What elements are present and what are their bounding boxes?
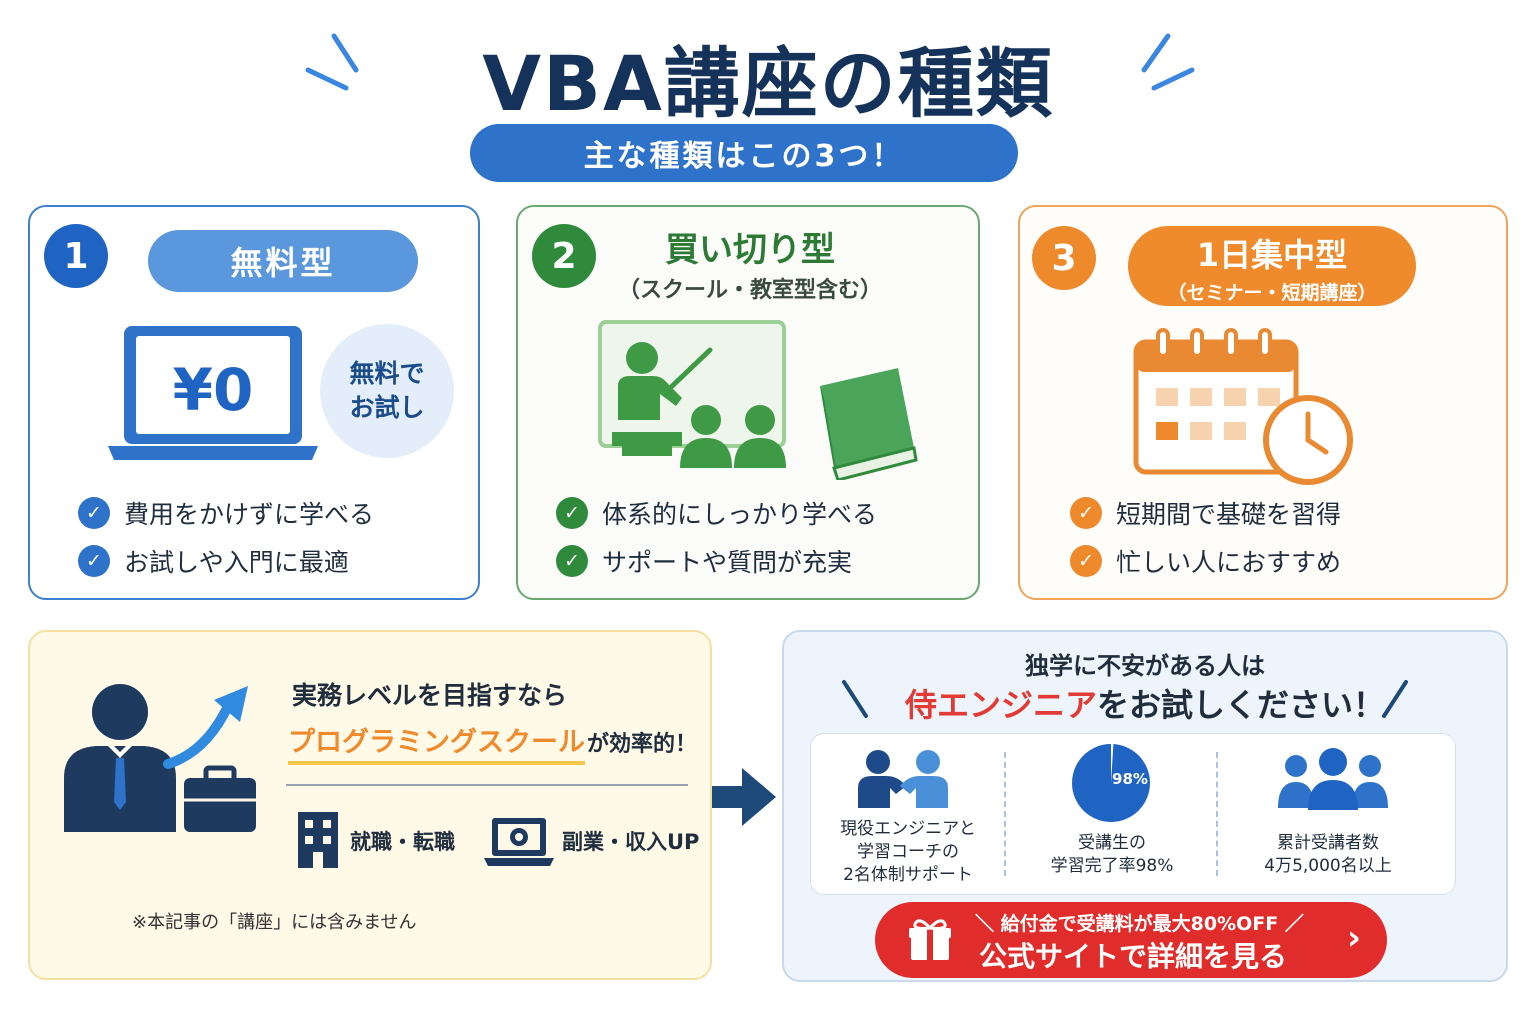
building-icon bbox=[298, 812, 338, 868]
feature-text: 費用をかけずに学べる bbox=[124, 500, 375, 529]
arrow-right-icon bbox=[712, 768, 776, 826]
bubble-line-2: お試し bbox=[349, 393, 425, 422]
classroom-icon bbox=[598, 320, 918, 480]
laptop-icon: ¥0 bbox=[108, 326, 318, 460]
check-icon: ✓ bbox=[1070, 545, 1102, 577]
sparkle-left-icon bbox=[305, 33, 359, 91]
check-icon: ✓ bbox=[1070, 497, 1102, 529]
stat-text: 4万5,000名以上 bbox=[1264, 855, 1392, 876]
school-line-1: 実務レベルを目指すなら bbox=[292, 681, 568, 710]
check-icon: ✓ bbox=[556, 497, 588, 529]
check-icon: ✓ bbox=[78, 545, 110, 577]
check-icon: ✓ bbox=[556, 545, 588, 577]
side-income-label: 副業・収入UP bbox=[562, 830, 700, 854]
free-trial-bubble: 無料で お試し bbox=[320, 324, 454, 458]
promo-line-2: 侍エンジニアをお試しください！ bbox=[782, 680, 1508, 726]
card-1-feature-1: ✓ 費用をかけずに学べる bbox=[78, 495, 374, 531]
bubble-line-1: 無料で bbox=[349, 359, 425, 389]
page-title: VBA講座の種類 bbox=[482, 39, 1054, 128]
card-3-label-pill: 1日集中型 （セミナー・短期講座） bbox=[1128, 226, 1416, 306]
sparkle-right-icon bbox=[1382, 680, 1408, 718]
book-icon bbox=[820, 368, 918, 480]
stat-text: 学習コーチの bbox=[857, 841, 959, 862]
check-icon: ✓ bbox=[78, 497, 110, 529]
career-label: 就職・転職 bbox=[350, 830, 455, 854]
brand-name: 侍エンジニア bbox=[904, 686, 1097, 724]
stat-completion: 受講生の 学習完了率98% bbox=[1010, 832, 1214, 878]
sparkle-right-icon bbox=[1141, 33, 1195, 91]
stat-divider bbox=[1004, 752, 1006, 876]
card-3-label: 1日集中型 bbox=[1196, 236, 1348, 274]
school-line-2: プログラミングスクール が効率的！ bbox=[288, 720, 697, 765]
card-2-sublabel: （スクール・教室型含む） bbox=[617, 278, 882, 303]
school-highlight: プログラミングスクール bbox=[288, 720, 585, 765]
card-number-3: 3 bbox=[1032, 226, 1096, 290]
card-2-label: 買い切り型 bbox=[665, 230, 835, 270]
card-3-feature-1: ✓ 短期間で基礎を習得 bbox=[1070, 495, 1341, 531]
sparkle-left-icon bbox=[842, 680, 868, 718]
card-1-feature-2: ✓ お試しや入門に最適 bbox=[78, 543, 349, 579]
gift-icon bbox=[909, 919, 951, 960]
school-suffix: が効率的！ bbox=[587, 732, 698, 757]
handshake-people-icon bbox=[858, 750, 948, 808]
stat-text: 学習完了率98% bbox=[1050, 855, 1174, 876]
cta-discount-text: ＼ 給付金で受講料が最大80%OFF ／ bbox=[975, 913, 1304, 935]
card-2-feature-2: ✓ サポートや質問が充実 bbox=[556, 543, 852, 579]
card-number-1: 1 bbox=[44, 224, 108, 288]
stat-support: 現役エンジニアと 学習コーチの 2名体制サポート bbox=[812, 818, 1004, 887]
stat-text: 現役エンジニアと bbox=[840, 819, 976, 839]
footnote: ※本記事の「講座」には含みません bbox=[132, 912, 417, 933]
chevron-right-icon: › bbox=[1346, 918, 1361, 958]
feature-text: 体系的にしっかり学べる bbox=[602, 500, 878, 529]
feature-text: 忙しい人におすすめ bbox=[1116, 548, 1342, 577]
subtitle-pill: 主な種類はこの3つ！ bbox=[470, 124, 1018, 182]
stat-text: 受講生の bbox=[1078, 833, 1146, 853]
pie-label: 98% bbox=[1112, 770, 1148, 788]
price-text: ¥0 bbox=[173, 356, 254, 424]
divider bbox=[286, 784, 688, 786]
cta-label: 公式サイトで詳細を見る bbox=[979, 940, 1288, 973]
laptop-coin-icon bbox=[484, 818, 554, 866]
calendar-clock-icon bbox=[1133, 328, 1353, 485]
official-site-button[interactable]: ＼ 給付金で受講料が最大80%OFF ／ 公式サイトで詳細を見る › bbox=[875, 902, 1387, 978]
promo-line-2-suffix: をお試しください！ bbox=[1097, 686, 1386, 724]
feature-text: お試しや入門に最適 bbox=[124, 548, 349, 577]
card-3-sublabel: （セミナー・短期講座） bbox=[1167, 282, 1377, 304]
card-1-label: 無料型 bbox=[148, 230, 418, 292]
card-number-2: 2 bbox=[532, 224, 596, 288]
group-people-icon bbox=[1278, 748, 1388, 810]
card-3-feature-2: ✓ 忙しい人におすすめ bbox=[1070, 543, 1341, 579]
stat-students: 累計受講者数 4万5,000名以上 bbox=[1222, 832, 1434, 878]
stat-divider bbox=[1216, 752, 1218, 876]
businessman-growth-icon bbox=[64, 684, 256, 832]
promo-line-1: 独学に不安がある人は bbox=[1025, 652, 1265, 680]
feature-text: 短期間で基礎を習得 bbox=[1116, 500, 1342, 529]
stat-text: 累計受講者数 bbox=[1277, 833, 1379, 853]
stat-text: 2名体制サポート bbox=[843, 864, 973, 885]
card-2-feature-1: ✓ 体系的にしっかり学べる bbox=[556, 495, 877, 531]
pie-chart-icon: 98% bbox=[1072, 744, 1150, 822]
feature-text: サポートや質問が充実 bbox=[602, 548, 853, 577]
